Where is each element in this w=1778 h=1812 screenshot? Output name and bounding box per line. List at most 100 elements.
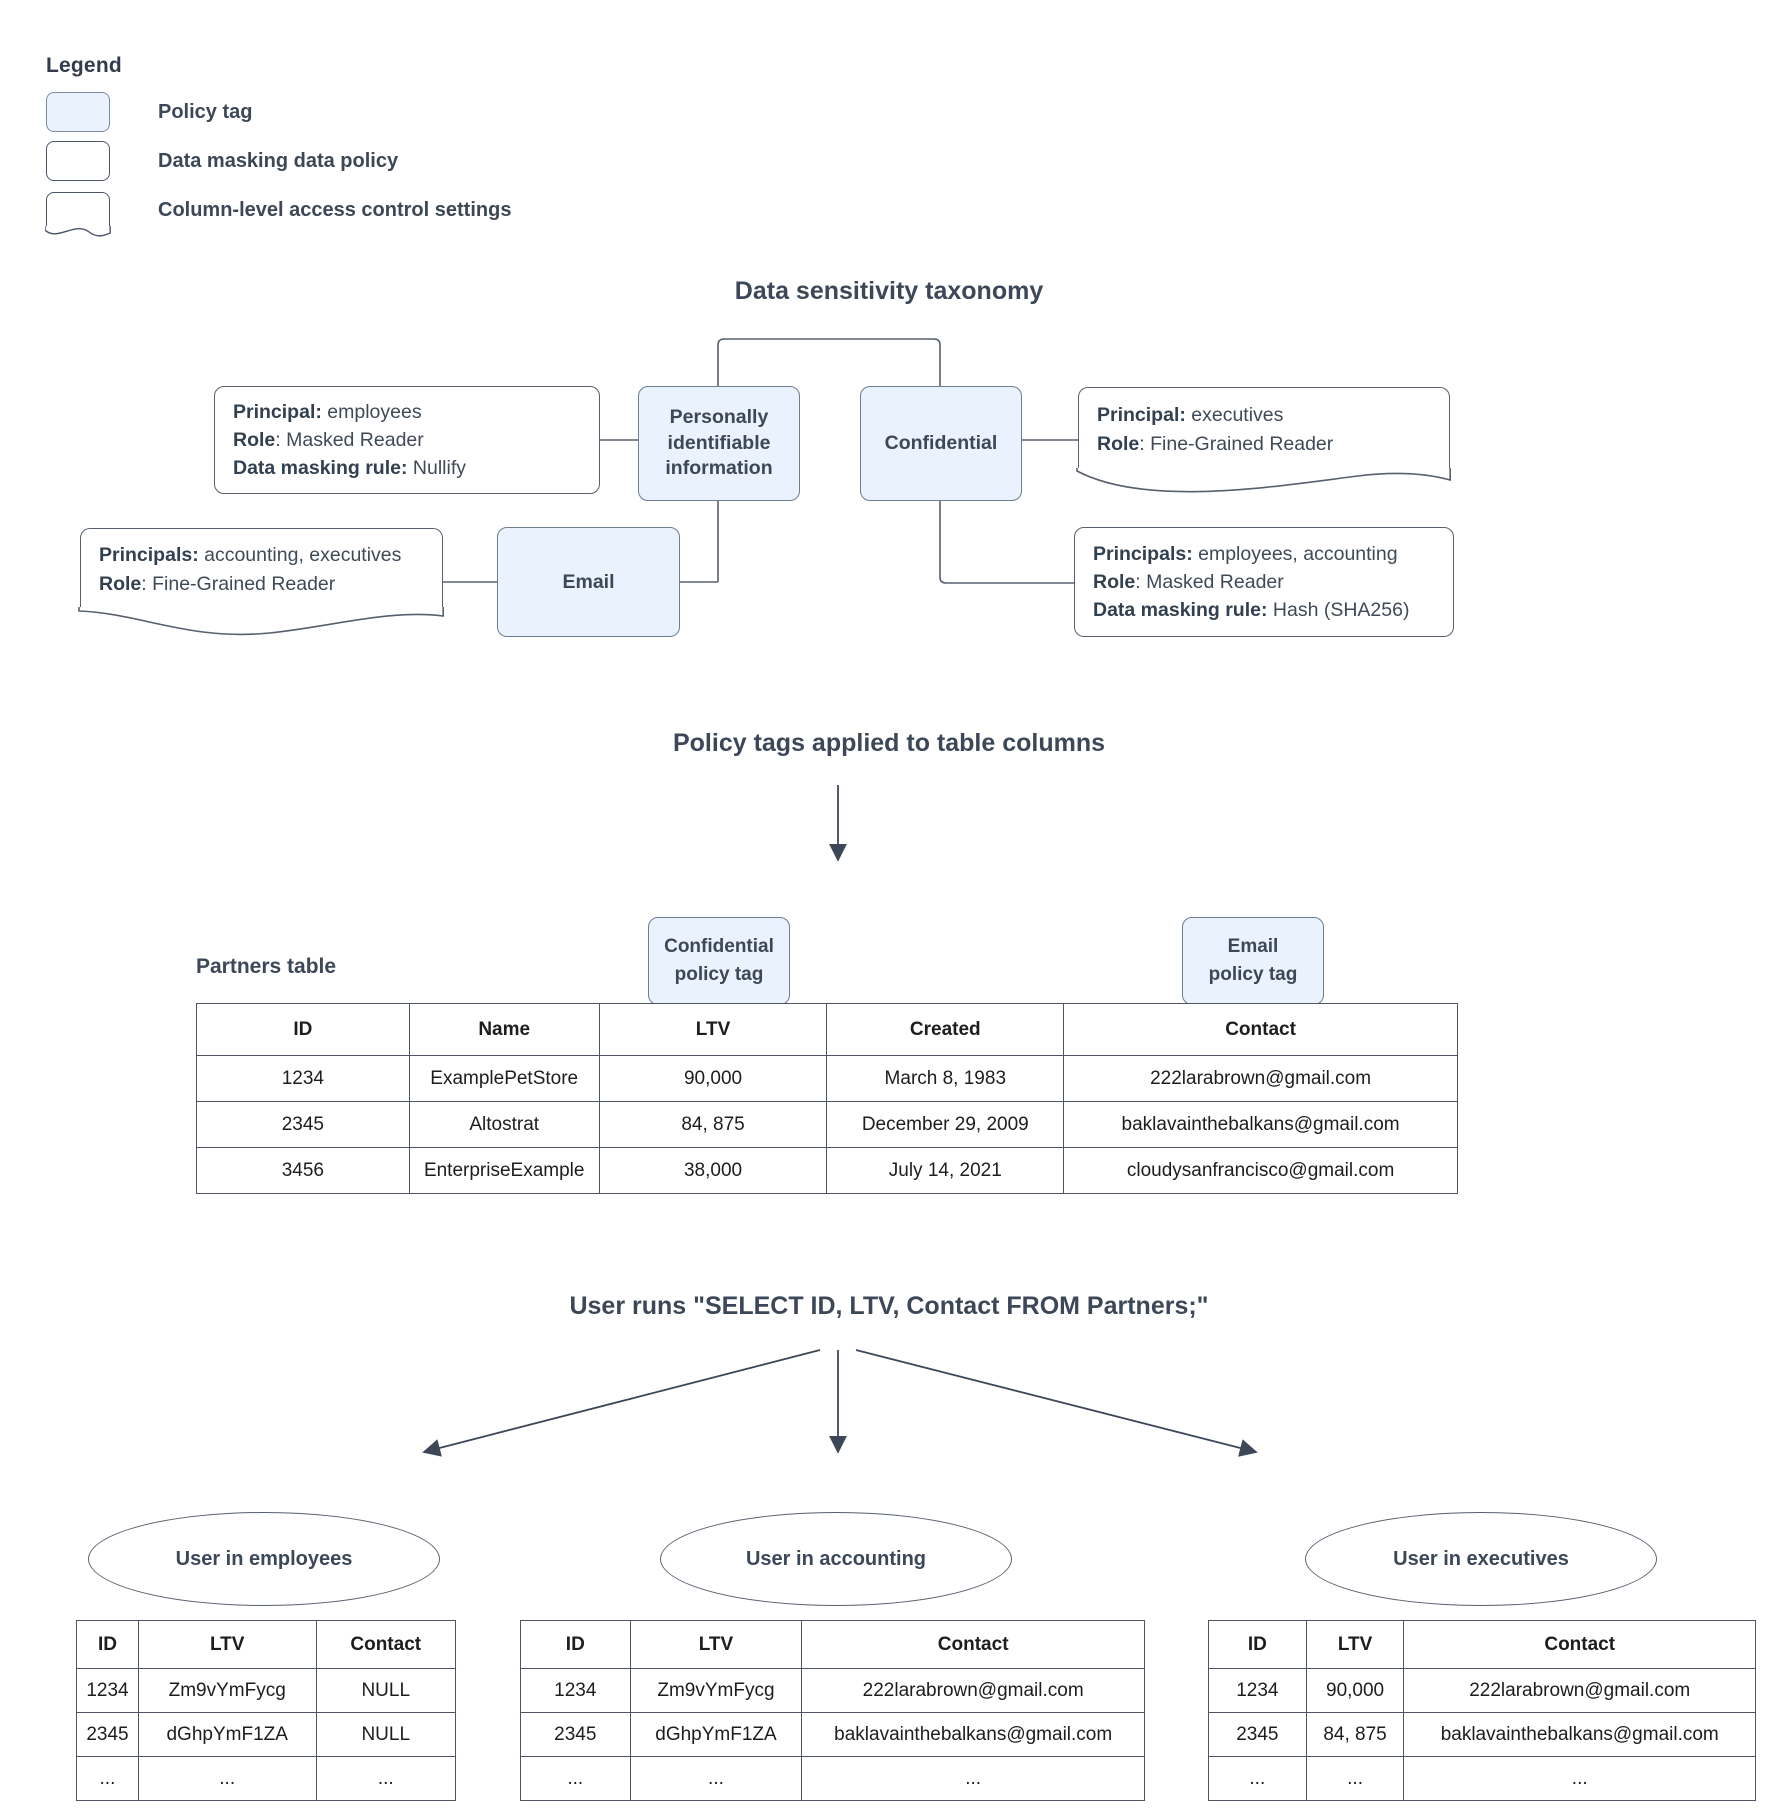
role-value: : Fine-Grained Reader <box>1139 432 1334 455</box>
cell-created: July 14, 2021 <box>826 1147 1065 1194</box>
table-row: ... ... ... <box>520 1756 1145 1801</box>
column-header-contact: Contact <box>315 1620 456 1669</box>
cell-contact: baklavainthebalkans@gmail.com <box>1063 1101 1458 1148</box>
role-value: : Fine-Grained Reader <box>141 572 336 595</box>
persona-label: User in accounting <box>745 1547 927 1570</box>
email-acl-principals-line: Principals: accounting, executives <box>99 541 424 569</box>
cell-id: 1234 <box>76 1668 139 1713</box>
cell-ltv: Zm9vYmFycg <box>629 1668 803 1713</box>
table-header-row: ID LTV Contact <box>76 1620 456 1669</box>
table-row: 1234 90,000 222larabrown@gmail.com <box>1208 1668 1756 1713</box>
policy-tag-confidential[interactable]: Confidential <box>860 386 1022 501</box>
principal-value: employees <box>321 400 422 423</box>
cell-contact: baklavainthebalkans@gmail.com <box>801 1712 1145 1757</box>
persona-user-in-accounting: User in accounting <box>660 1512 1012 1606</box>
cell-id: 2345 <box>520 1712 631 1757</box>
cell-contact: 222larabrown@gmail.com <box>1403 1668 1756 1713</box>
cell-ltv: 90,000 <box>598 1055 828 1102</box>
table-row: 2345 dGhpYmF1ZA baklavainthebalkans@gmai… <box>520 1712 1145 1757</box>
cell-contact: 222larabrown@gmail.com <box>1063 1055 1458 1102</box>
persona-label: User in executives <box>1393 1547 1569 1570</box>
column-acl-swatch <box>45 191 111 237</box>
column-tag-email-line2: policy tag <box>1208 964 1298 985</box>
data-masking-swatch <box>46 141 110 181</box>
role-key: Role <box>99 572 142 595</box>
conf-acl-role-line: Role: Fine-Grained Reader <box>1097 430 1431 458</box>
wavy-edge-icon <box>1076 468 1452 493</box>
column-header-name: Name <box>408 1003 600 1056</box>
column-header-id: ID <box>1208 1620 1307 1669</box>
legend-item-data-masking: Data masking data policy <box>46 139 686 183</box>
legend-item-policy-tag: Policy tag <box>46 90 686 134</box>
policy-tag-swatch <box>46 92 110 132</box>
pii-policy-principal-line: Principal: employees <box>233 398 581 426</box>
column-policy-tag-confidential[interactable]: Confidential policy tag <box>648 917 790 1005</box>
column-header-contact: Contact <box>1063 1003 1458 1056</box>
rule-key: Data masking rule: <box>233 457 408 480</box>
role-key: Role <box>1093 570 1136 593</box>
cell-id: 1234 <box>196 1055 410 1102</box>
role-value: : Masked Reader <box>1135 570 1284 593</box>
cell-created: December 29, 2009 <box>826 1101 1065 1148</box>
confidential-data-masking-policy-box: Principals: employees, accounting Role: … <box>1074 527 1454 637</box>
cell-ltv: ... <box>629 1756 803 1801</box>
wavy-edge-icon <box>78 607 445 636</box>
legend: Legend Policy tag Data masking data poli… <box>45 54 686 237</box>
column-policy-tag-email[interactable]: Email policy tag <box>1182 917 1324 1005</box>
partners-table-label: Partners table <box>196 955 337 978</box>
cell-id: 2345 <box>1208 1712 1307 1757</box>
rule-value: Hash (SHA256) <box>1267 599 1410 622</box>
column-tag-confidential-line1: Confidential <box>664 936 774 958</box>
table-header-row: ID LTV Contact <box>1208 1620 1756 1669</box>
conf-policy-rule-line: Data masking rule: Hash (SHA256) <box>1093 596 1435 624</box>
column-header-ltv: LTV <box>137 1620 317 1669</box>
table-row: 1234 Zm9vYmFycg 222larabrown@gmail.com <box>520 1668 1145 1713</box>
principals-key: Principals: <box>99 544 199 567</box>
result-table-employees: ID LTV Contact 1234 Zm9vYmFycg NULL 2345… <box>76 1620 456 1801</box>
cell-contact: 222larabrown@gmail.com <box>801 1668 1145 1713</box>
cell-id: ... <box>76 1756 139 1801</box>
column-header-ltv: LTV <box>598 1003 828 1056</box>
table-row: 1234 ExamplePetStore 90,000 March 8, 198… <box>196 1055 1458 1102</box>
table-row: 2345 84, 875 baklavainthebalkans@gmail.c… <box>1208 1712 1756 1757</box>
result-table-executives: ID LTV Contact 1234 90,000 222larabrown@… <box>1208 1620 1756 1801</box>
legend-item-label: Column-level access control settings <box>158 198 512 221</box>
legend-item-label: Policy tag <box>158 100 253 123</box>
cell-id: 3456 <box>196 1147 410 1194</box>
cell-id: 2345 <box>76 1712 139 1757</box>
role-key: Role <box>233 428 276 451</box>
principals-key: Principals: <box>1093 542 1193 565</box>
legend-item-column-acl: Column-level access control settings <box>45 188 686 237</box>
rule-key: Data masking rule: <box>1093 599 1268 622</box>
cell-id: 2345 <box>196 1101 410 1148</box>
persona-user-in-executives: User in executives <box>1305 1512 1657 1606</box>
column-header-id: ID <box>520 1620 631 1669</box>
policy-tag-email-label: Email <box>562 570 615 593</box>
cell-contact: ... <box>1403 1756 1756 1801</box>
cell-name: Altostrat <box>408 1101 600 1148</box>
cell-id: 1234 <box>520 1668 631 1713</box>
role-value: : Masked Reader <box>275 428 424 451</box>
table-row: 2345 Altostrat 84, 875 December 29, 2009… <box>196 1101 1458 1148</box>
principal-value: executives <box>1185 404 1284 427</box>
policy-tag-email[interactable]: Email <box>497 527 680 637</box>
table-row: ... ... ... <box>76 1756 456 1801</box>
column-header-id: ID <box>196 1003 410 1056</box>
principal-key: Principal: <box>1097 404 1186 427</box>
column-header-contact: Contact <box>801 1620 1145 1669</box>
column-header-id: ID <box>76 1620 139 1669</box>
cell-ltv: 84, 875 <box>1305 1712 1405 1757</box>
result-table-accounting: ID LTV Contact 1234 Zm9vYmFycg 222larabr… <box>520 1620 1145 1801</box>
persona-label: User in employees <box>175 1547 353 1570</box>
policy-tag-pii[interactable]: Personally identifiable information <box>638 386 800 501</box>
cell-contact: baklavainthebalkans@gmail.com <box>1403 1712 1756 1757</box>
persona-user-in-employees: User in employees <box>88 1512 440 1606</box>
cell-id: ... <box>1208 1756 1307 1801</box>
cell-ltv: 90,000 <box>1305 1668 1405 1713</box>
rule-value: Nullify <box>407 457 466 480</box>
table-header-row: ID Name LTV Created Contact <box>196 1003 1458 1056</box>
cell-name: EnterpriseExample <box>408 1147 600 1194</box>
partners-table: ID Name LTV Created Contact 1234 Example… <box>196 1003 1458 1194</box>
conf-policy-role-line: Role: Masked Reader <box>1093 568 1435 596</box>
policy-tag-confidential-label: Confidential <box>884 432 998 455</box>
